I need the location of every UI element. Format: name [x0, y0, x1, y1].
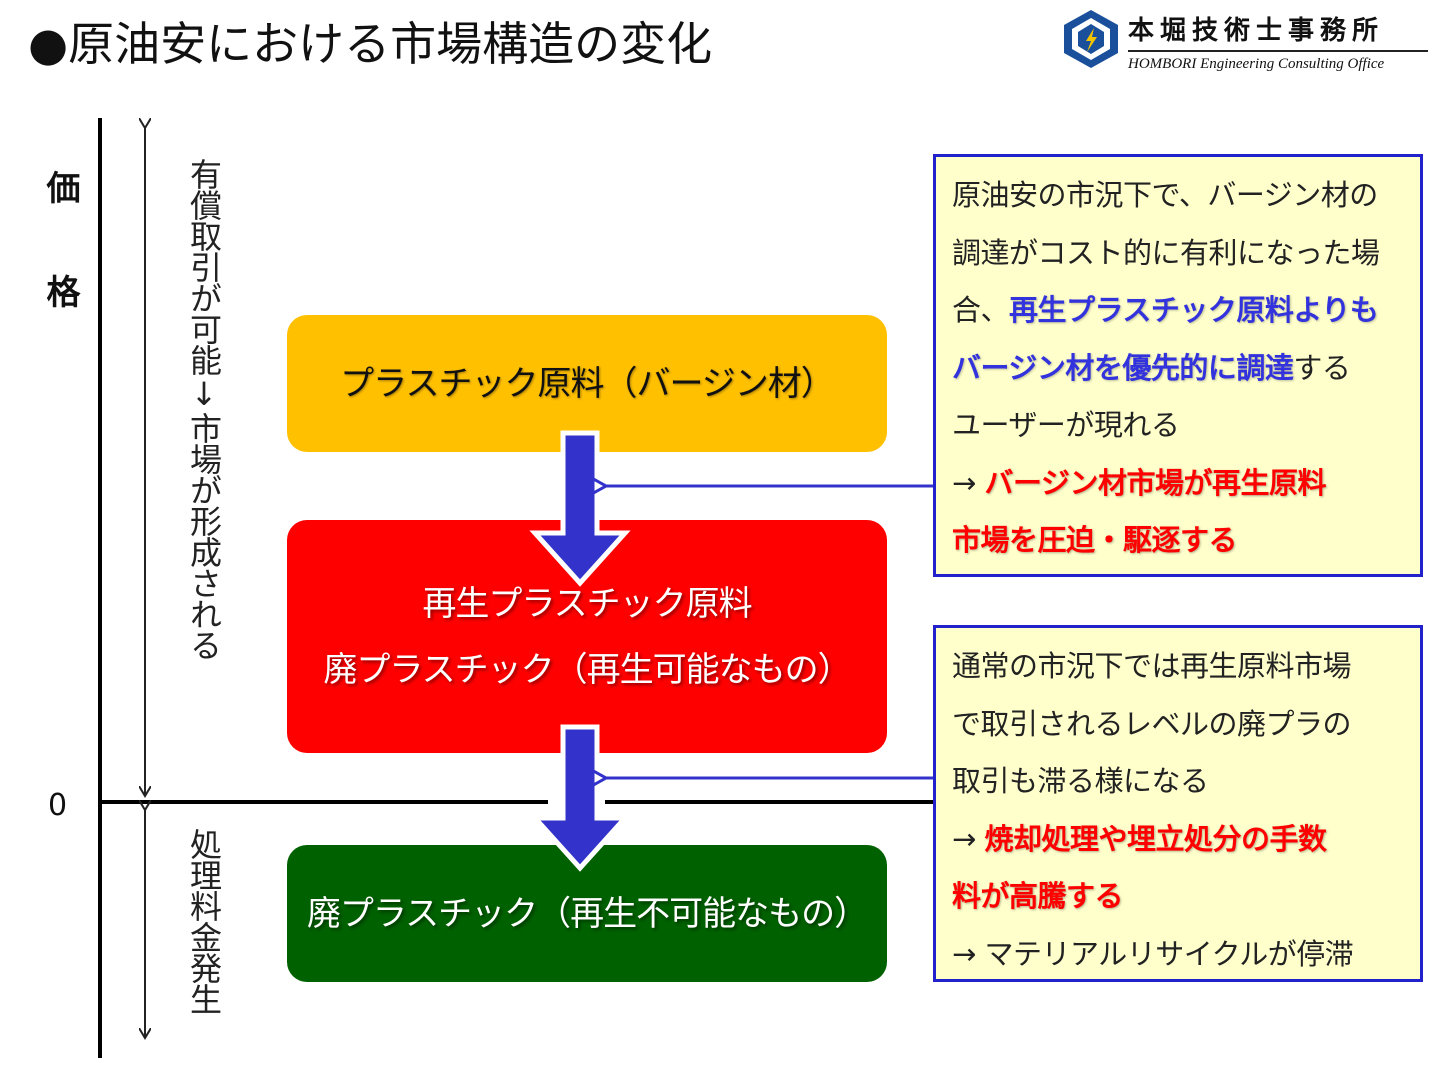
note1-line: → バージン材市場が再生原料: [952, 465, 1327, 500]
zero-label: 0: [48, 788, 68, 823]
note2-emphasis-red: 焼却処理や埋立処分の手数: [984, 821, 1328, 856]
note2-line: → 焼却処理や埋立処分の手数: [952, 821, 1328, 856]
note1-emphasis-red: 市場を圧迫・駆逐する: [952, 523, 1238, 557]
note1-emphasis-blue: 再生プラスチック原料よりも: [1009, 293, 1379, 327]
non-recyclable-waste-box: 廃プラスチック（再生不可能なもの）: [287, 845, 887, 982]
down-arrow-upper: [529, 430, 631, 587]
upper-range-label: 有償取引が可能↓市場が形成される: [185, 158, 223, 660]
note1-line: 合、再生プラスチック原料よりも: [952, 293, 1379, 327]
note2-line: 通常の市況下では再生原料市場: [952, 649, 1352, 683]
note2-line: → マテリアルリサイクルが停滞: [952, 936, 1354, 971]
page-title: ●原油安における市場構造の変化: [28, 17, 713, 71]
note2-line: で取引されるレベルの廃プラの: [952, 706, 1352, 741]
note1-line: ユーザーが現れる: [952, 408, 1180, 442]
virgin-material-box: プラスチック原料（バージン材）: [287, 315, 887, 452]
note1-line: 市場を圧迫・駆逐する: [952, 512, 1406, 570]
company-name-ja: 本堀技術士事務所: [1128, 16, 1385, 46]
logo-divider: [1128, 50, 1428, 52]
price-axis-label: 価格: [40, 170, 80, 378]
note1-line: バージン材を優先的に調達する: [952, 350, 1351, 385]
virgin-material-label: プラスチック原料（バージン材）: [340, 363, 835, 404]
note-low-oil-price-virgin: 原油安の市況下で、バージン材の 調達がコスト的に有利になった場 合、再生プラスチ…: [933, 154, 1423, 577]
note1-emphasis-blue: バージン材を優先的に調達: [952, 350, 1294, 385]
note2-line: 取引も滞る様になる: [952, 764, 1209, 798]
non-recyclable-waste-label: 廃プラスチック（再生不可能なもの）: [306, 893, 868, 934]
note-waste-plastic-stagnation: 通常の市況下では再生原料市場 で取引されるレベルの廃プラの 取引も滞る様になる …: [933, 625, 1423, 982]
note2-emphasis-red: 料が高騰する: [952, 879, 1124, 913]
note2-line: 料が高騰する: [952, 868, 1406, 926]
recyclable-waste-label: 廃プラスチック（再生可能なもの）: [323, 649, 851, 690]
company-logo-icon: [1064, 10, 1118, 68]
company-name-en: HOMBORI Engineering Consulting Office: [1128, 56, 1385, 72]
recycled-material-box: 再生プラスチック原料 廃プラスチック（再生可能なもの）: [287, 520, 887, 753]
lower-range-label: 処理料金発生: [185, 828, 223, 1014]
note1-emphasis-red: バージン材市場が再生原料: [984, 465, 1327, 500]
recycled-material-label: 再生プラスチック原料: [422, 583, 752, 624]
note1-line: 原油安の市況下で、バージン材の: [952, 178, 1378, 212]
down-arrow-lower: [529, 724, 631, 872]
note1-line: 調達がコスト的に有利になった場: [952, 235, 1380, 270]
company-logo: 本堀技術士事務所 HOMBORI Engineering Consulting …: [1060, 8, 1430, 82]
